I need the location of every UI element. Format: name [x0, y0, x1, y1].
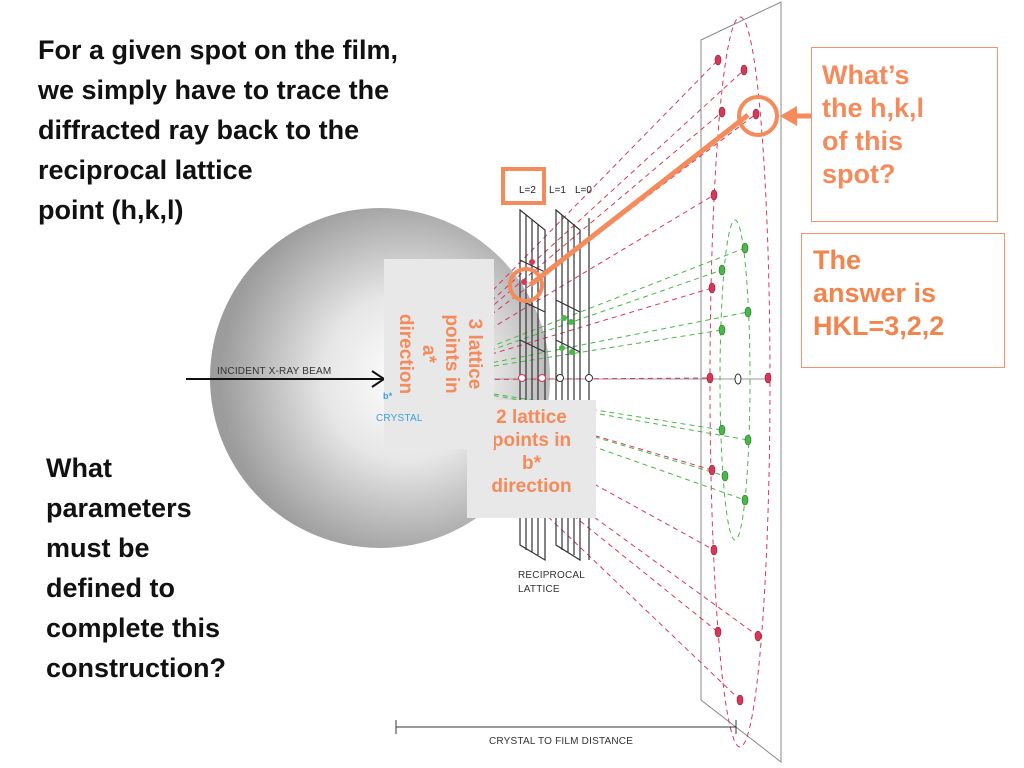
distance-label: CRYSTAL TO FILM DISTANCE [489, 736, 634, 747]
layer-label-l0: L=0 [575, 185, 592, 196]
callout-question-box: What’s the h,k,l of this spot? [811, 47, 998, 222]
crystal-axis-label: b* [383, 391, 393, 401]
callout-answer-box: The answer is HKL=3,2,2 [801, 233, 1005, 368]
layer-label-l1: L=1 [549, 185, 566, 196]
red-film-spots [706, 54, 772, 706]
incident-beam-label: INCIDENT X-RAY BEAM [217, 366, 332, 377]
question-text: What parameters must be defined to compl… [46, 453, 226, 683]
b-direction-label: 2 lattice points in b* direction [467, 400, 596, 518]
lattice-points [518, 259, 593, 382]
lattice-point-highlight [508, 267, 544, 303]
traced-ray-line [528, 113, 750, 287]
crystal-label: CRYSTAL [376, 413, 423, 424]
l2-highlight-box [501, 167, 546, 205]
film-plane [700, 1, 782, 764]
layer-label-l2: L=2 [519, 185, 536, 196]
green-spot-ellipse [719, 219, 751, 541]
distance-bar [395, 720, 737, 734]
direct-beam-spot [734, 373, 742, 385]
reciprocal-lattice-label: RECIPROCAL LATTICE [518, 570, 586, 595]
intro-text: For a given spot on the film, we simply … [38, 35, 399, 225]
film-spot-highlight [737, 95, 779, 137]
green-film-spots [718, 242, 752, 506]
